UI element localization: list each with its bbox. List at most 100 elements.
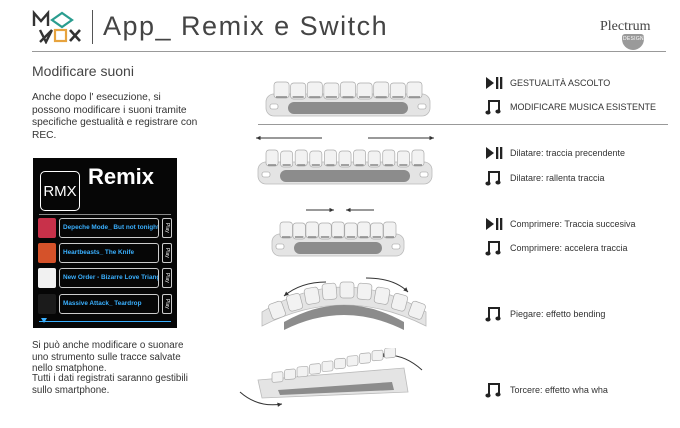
track-name[interactable]: Depeche Mode_ But not tonight [59, 218, 159, 238]
brand-sub: DESIGN [623, 36, 644, 42]
track-item[interactable]: New Order - Bizarre Love Triangle Play [38, 268, 172, 288]
controller-bend-illustration [261, 277, 427, 330]
rmx-button[interactable]: RMX [40, 171, 80, 211]
device-key [292, 222, 306, 240]
album-thumbnail [38, 268, 56, 288]
device-key [371, 349, 384, 362]
device-key [303, 286, 321, 305]
track-item[interactable]: Depeche Mode_ But not tonight Play [38, 218, 172, 238]
device-key [323, 82, 340, 100]
device-key [390, 293, 409, 312]
device-key [331, 221, 345, 239]
device-key [357, 221, 371, 239]
device-key [344, 222, 358, 240]
gesture-item: GESTUALITÀ ASCOLTO [484, 75, 610, 91]
device-key [389, 82, 406, 100]
device-key [346, 355, 359, 367]
gesture-label: Torcere: effetto wha wha [510, 385, 608, 395]
device-key [265, 149, 279, 167]
device-key [294, 149, 308, 167]
progress-track[interactable] [39, 321, 171, 322]
arrow-right-head [429, 135, 434, 141]
section-divider [258, 124, 668, 125]
gesture-item: Comprimere: Traccia succesiva [484, 216, 636, 232]
gesture-item: Dilatare: traccia precendente [484, 145, 625, 161]
gesture-label: Comprimere: accelera traccia [510, 243, 628, 253]
device-key [279, 221, 293, 239]
music-note-icon [485, 307, 501, 322]
gesture-label: Dilatare: rallenta traccia [510, 173, 605, 183]
controller-rest-illustration [265, 81, 431, 117]
device-key [382, 149, 396, 167]
device-key [373, 286, 391, 305]
device-key [384, 348, 396, 359]
plectrum-design-logo: Plectrum DESIGN [596, 16, 670, 50]
device-key [324, 149, 337, 167]
album-thumbnail [38, 243, 56, 263]
device-key [296, 365, 309, 378]
gesture-label: Comprimere: Traccia succesiva [510, 219, 636, 229]
curved-arrow-left-head [284, 291, 289, 296]
device-key [411, 149, 425, 167]
device-key [373, 81, 390, 99]
gesture-label: Piegare: effetto bending [510, 309, 606, 319]
controller-stretch-illustration [256, 135, 434, 185]
track-name[interactable]: Massive Attack_ Teardrop [59, 294, 159, 314]
device-key [318, 222, 332, 240]
device-key [309, 150, 323, 168]
device-key [280, 150, 294, 168]
outro-paragraph-2: Tutti i dati registrati saranno gestibil… [32, 373, 188, 396]
phone-divider [39, 214, 171, 215]
device-slot [288, 102, 408, 114]
device-slot [294, 242, 382, 254]
controller-compress-illustration [271, 207, 405, 257]
device-key [367, 150, 381, 168]
music-note-icon [485, 241, 501, 256]
gesture-item: Dilatare: rallenta traccia [484, 170, 605, 186]
header-divider [32, 51, 666, 52]
device-port [391, 243, 401, 250]
play-pause-icon [486, 77, 503, 89]
device-key [321, 282, 338, 301]
curved-arrow-bottom-head [277, 402, 282, 407]
device-key [305, 221, 319, 239]
track-item[interactable]: Massive Attack_ Teardrop Play [38, 294, 172, 314]
arrow-right-head [329, 207, 334, 213]
gesture-item: Piegare: effetto bending [484, 306, 605, 322]
device-key [340, 81, 356, 99]
guitar-pick-icon [622, 34, 644, 50]
play-button[interactable]: Play [162, 268, 172, 288]
device-port [417, 103, 427, 110]
device-key [273, 81, 290, 99]
device-key [356, 282, 373, 301]
gesture-label: MODIFICARE MUSICA ESISTENTE [510, 102, 657, 112]
gesture-label: Dilatare: traccia precendente [510, 148, 626, 158]
music-note-icon [485, 100, 501, 115]
play-pause-icon [486, 218, 503, 230]
header-separator [92, 10, 93, 44]
track-item[interactable]: Heartbeasts_ The Knife Play [38, 243, 172, 263]
track-name[interactable]: Heartbeasts_ The Knife [59, 243, 159, 263]
device-key [408, 300, 426, 320]
music-note-icon [485, 171, 501, 186]
music-note-icon [485, 383, 501, 398]
track-name[interactable]: New Order - Bizarre Love Triangle [59, 268, 159, 288]
device-key [268, 300, 286, 320]
page-title: App_ Remix e Switch [103, 11, 389, 41]
device-key [271, 371, 284, 383]
progress-knob[interactable] [40, 318, 47, 323]
device-key [285, 293, 304, 312]
arrow-left-head [256, 135, 261, 141]
play-button[interactable]: Play [162, 218, 172, 238]
device-key [406, 81, 423, 99]
outro-paragraph-1: Si può anche modificare o suonare uno st… [32, 340, 184, 375]
device-key [356, 82, 373, 100]
play-button[interactable]: Play [162, 243, 172, 263]
gesture-label: GESTUALITÀ ASCOLTO [510, 78, 611, 88]
mbox-logo [32, 10, 81, 44]
play-button[interactable]: Play [162, 294, 172, 314]
device-key [306, 81, 323, 99]
device-key [284, 368, 296, 380]
gesture-item: Torcere: effetto wha wha [484, 382, 608, 398]
album-thumbnail [38, 294, 56, 314]
